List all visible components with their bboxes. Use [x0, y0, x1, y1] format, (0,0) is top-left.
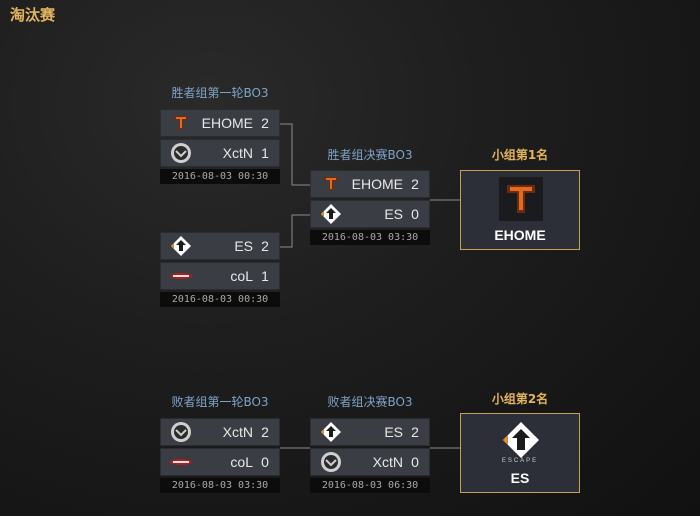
col-logo-icon: [169, 451, 193, 473]
team-row[interactable]: ES 0: [310, 200, 430, 228]
round-label-losers-final: 败者组决赛BO3: [327, 395, 413, 409]
result-first-box[interactable]: EHOME: [460, 170, 580, 250]
result-team-name: ES: [510, 470, 530, 486]
team-score: 2: [261, 424, 269, 440]
escape-logo-icon: [169, 235, 193, 257]
round-label-winners-r1: 胜者组第一轮BO3: [171, 86, 269, 100]
escape-logo-icon: [319, 421, 343, 443]
match-winners-final[interactable]: EHOME 2 ES 0 2016-08-03 03:30: [310, 170, 430, 245]
page-title: 淘汰赛: [10, 6, 56, 24]
team-name: ES: [234, 238, 253, 254]
team-name: XctN: [222, 424, 253, 440]
match-losers-final[interactable]: ES 2 XctN 0 2016-08-03 06:30: [310, 418, 430, 493]
team-row[interactable]: EHOME 2: [310, 170, 430, 198]
escape-logo-icon: [499, 420, 543, 464]
team-score: 2: [261, 238, 269, 254]
col-logo-icon: [169, 265, 193, 287]
team-row[interactable]: XctN 1: [160, 139, 280, 167]
team-score: 2: [261, 115, 269, 131]
match-time: 2016-08-03 00:30: [160, 292, 280, 307]
match-time: 2016-08-03 00:30: [160, 169, 280, 184]
team-name: ES: [384, 206, 403, 222]
team-score: 2: [411, 424, 419, 440]
match-time: 2016-08-03 06:30: [310, 478, 430, 493]
team-name: coL: [230, 454, 253, 470]
team-name: ES: [384, 424, 403, 440]
team-score: 1: [261, 268, 269, 284]
team-score: 0: [411, 454, 419, 470]
connector-w1b-wf: [280, 214, 310, 248]
team-row[interactable]: coL 1: [160, 262, 280, 290]
ehome-logo-icon: [319, 173, 343, 195]
team-name: EHOME: [351, 176, 403, 192]
team-score: 0: [261, 454, 269, 470]
ehome-logo-icon: [499, 177, 543, 221]
connector-w1a-wf: [280, 123, 310, 186]
team-row[interactable]: XctN 0: [310, 448, 430, 476]
team-row[interactable]: ES 2: [310, 418, 430, 446]
xctn-logo-icon: [319, 451, 343, 473]
result-team-name: EHOME: [494, 227, 546, 243]
escape-logo-text: ESCAPE: [501, 458, 539, 464]
match-time: 2016-08-03 03:30: [310, 230, 430, 245]
team-row[interactable]: EHOME 2: [160, 109, 280, 137]
team-score: 1: [261, 145, 269, 161]
ehome-logo-icon: [169, 112, 193, 134]
result-label-second: 小组第2名: [491, 392, 549, 406]
xctn-logo-icon: [169, 421, 193, 443]
match-winners-r1-a[interactable]: EHOME 2 XctN 1 2016-08-03 00:30: [160, 109, 280, 184]
team-name: coL: [230, 268, 253, 284]
round-label-losers-r1: 败者组第一轮BO3: [171, 395, 269, 409]
match-time: 2016-08-03 03:30: [160, 478, 280, 493]
result-label-first: 小组第1名: [491, 148, 549, 162]
team-name: EHOME: [201, 115, 253, 131]
team-score: 0: [411, 206, 419, 222]
team-name: XctN: [372, 454, 403, 470]
match-winners-r1-b[interactable]: ES 2 coL 1 2016-08-03 00:30: [160, 232, 280, 307]
match-losers-r1[interactable]: XctN 2 coL 0 2016-08-03 03:30: [160, 418, 280, 493]
team-row[interactable]: coL 0: [160, 448, 280, 476]
team-row[interactable]: XctN 2: [160, 418, 280, 446]
team-row[interactable]: ES 2: [160, 232, 280, 260]
result-second-box[interactable]: ESCAPE ES: [460, 413, 580, 493]
team-score: 2: [411, 176, 419, 192]
xctn-logo-icon: [169, 142, 193, 164]
round-label-winners-final: 胜者组决赛BO3: [327, 148, 413, 162]
team-name: XctN: [222, 145, 253, 161]
escape-logo-icon: [319, 203, 343, 225]
